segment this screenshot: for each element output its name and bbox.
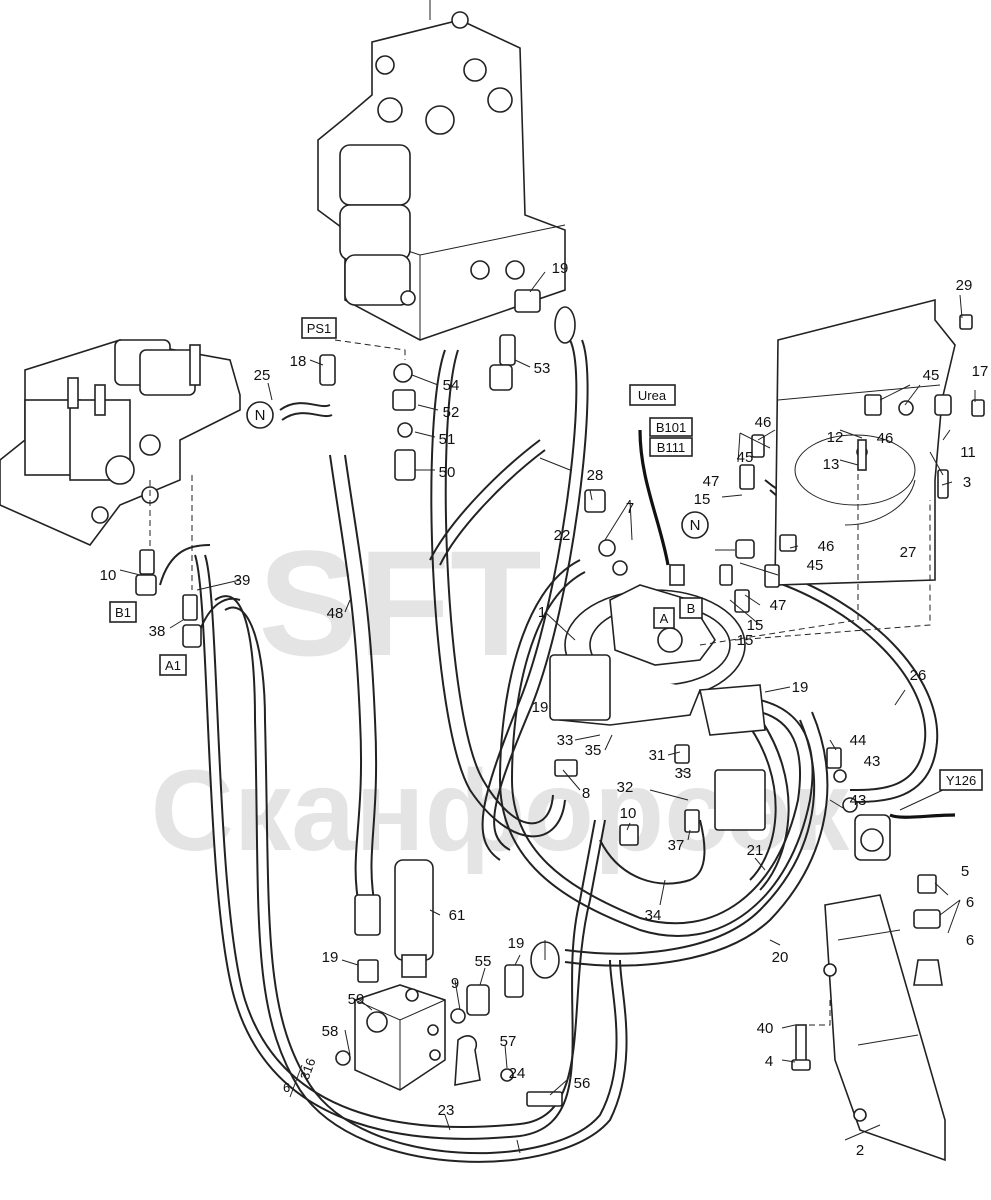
callout: 46: [877, 430, 894, 447]
callouts: 1 2 3 4 5 6 6 7 8 9 10 10 11 12 13 15 15…: [100, 260, 989, 1159]
callout-leaders: [119, 271, 976, 1154]
label-port-a: A: [660, 611, 669, 626]
boxed-labels: PS1 B1 A1 Urea B101 B111 A B Y126: [109, 317, 983, 791]
hoses: [159, 339, 956, 1163]
label-port-b: B: [687, 601, 696, 616]
callout: 17: [972, 363, 989, 380]
callout: 4: [765, 1053, 773, 1070]
callout: 15: [737, 632, 754, 649]
callout: 46: [755, 414, 772, 431]
callout: 10: [100, 567, 117, 584]
callout: 7: [626, 500, 634, 517]
callout: 33: [557, 732, 574, 749]
callout: 52: [443, 404, 460, 421]
callout: 56: [574, 1075, 591, 1092]
callout: 46: [818, 538, 835, 555]
callout: 40: [757, 1020, 774, 1037]
callout: 19: [322, 949, 339, 966]
callout: 2: [856, 1142, 864, 1159]
side-bracket: [823, 894, 946, 1162]
callout: 6: [966, 932, 974, 949]
callout: 20: [772, 949, 789, 966]
callout: 43: [864, 753, 881, 770]
callout: 48: [327, 605, 344, 622]
callout: 35: [585, 742, 602, 759]
callout: 19: [532, 699, 549, 716]
solenoid-valve-block: [0, 339, 241, 546]
callout: 10: [620, 805, 637, 822]
callout: 19: [792, 679, 809, 696]
callout: 59: [348, 991, 365, 1008]
callout: 19: [552, 260, 569, 277]
callout: 23: [438, 1102, 455, 1119]
callout: 38: [149, 623, 166, 640]
callout: 12: [827, 429, 844, 446]
watermark-logo: SFT: [258, 519, 541, 687]
callout: 11: [960, 444, 976, 461]
callout: 51: [439, 431, 456, 448]
callout: 25: [254, 367, 271, 384]
callout: 58: [322, 1023, 339, 1040]
callout: 61: [449, 907, 466, 924]
label-a1: A1: [165, 658, 181, 673]
label-b101: B101: [656, 420, 686, 435]
label-b111: B111: [657, 440, 685, 455]
callout: 43: [850, 792, 867, 809]
callout: 27: [900, 544, 917, 561]
label-ps1: PS1: [307, 321, 332, 336]
fittings: [135, 289, 985, 1107]
callout: 45: [807, 557, 824, 574]
label-urea: Urea: [638, 388, 667, 403]
callout: 15: [694, 491, 711, 508]
page-reference: 6 316: [283, 1056, 319, 1098]
callout: 15: [747, 617, 764, 634]
callout: 39: [234, 572, 251, 589]
callout: 9: [451, 975, 459, 992]
callout: 53: [534, 360, 551, 377]
callout: 26: [910, 667, 927, 684]
circle-label-n: N: [690, 517, 701, 534]
callout: 33: [675, 765, 692, 782]
lower-valve-block: [354, 859, 481, 1091]
callout: 50: [439, 464, 456, 481]
circle-label-n: N: [255, 407, 266, 424]
callout: 54: [443, 377, 460, 394]
callout: 3: [963, 474, 971, 491]
circle-labels: N N: [246, 401, 709, 539]
callout: 57: [500, 1033, 517, 1050]
callout: 32: [617, 779, 634, 796]
callout: 29: [956, 277, 973, 294]
sensor-y126: [854, 814, 891, 861]
dashed-leaders: [149, 339, 931, 1026]
label-y126: Y126: [946, 773, 976, 788]
callout: 22: [554, 527, 571, 544]
callout: 1: [538, 604, 546, 621]
callout: 44: [850, 732, 867, 749]
callout: 55: [475, 953, 492, 970]
callout: 6: [966, 894, 974, 911]
callout: 37: [668, 837, 685, 854]
callout: 19: [508, 935, 525, 952]
callout: 47: [703, 473, 720, 490]
callout: 18: [290, 353, 307, 370]
control-valve-block: [317, 0, 566, 341]
callout: 45: [737, 449, 754, 466]
callout: 31: [649, 747, 666, 764]
page-ref-top: 6: [283, 1080, 290, 1095]
callout: 28: [587, 467, 604, 484]
callout: 8: [582, 785, 590, 802]
label-b1: B1: [115, 605, 131, 620]
callout: 13: [823, 456, 840, 473]
callout: 5: [961, 863, 969, 880]
callout: 21: [747, 842, 764, 859]
callout: 45: [923, 367, 940, 384]
page-ref-bottom: 316: [297, 1056, 319, 1082]
callout: 34: [645, 907, 662, 924]
callout: 24: [509, 1065, 526, 1082]
callout: 47: [770, 597, 787, 614]
